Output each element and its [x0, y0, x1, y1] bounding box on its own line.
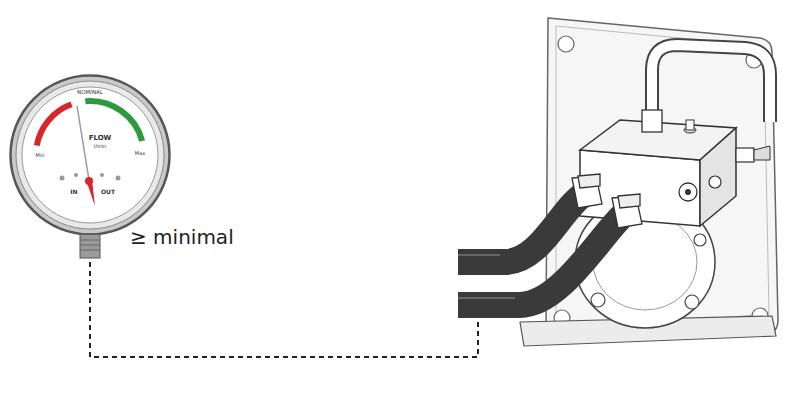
dial-text: FLOW — [89, 135, 112, 142]
dial-text: l/min — [94, 144, 107, 149]
mounting-plate — [546, 18, 778, 340]
flow-gauge — [10, 75, 170, 235]
dial-text: OUT — [101, 189, 115, 195]
hose — [458, 214, 624, 305]
dial-text: IN — [70, 189, 77, 195]
hose-fitting — [572, 174, 642, 228]
gauge-stem — [80, 234, 100, 258]
threshold-label: ≥ minimal — [130, 227, 234, 247]
gauge-outline — [10, 75, 170, 235]
elbow-fitting — [642, 110, 662, 132]
port — [679, 183, 697, 201]
dial-text: Max — [135, 151, 145, 156]
dashed-line — [90, 262, 478, 357]
pipe-loop — [652, 45, 770, 122]
gauge-dial: NOMINAL FLOW l/minMin MaxIN OUT — [10, 75, 170, 235]
dial-text: NOMINAL — [77, 90, 103, 96]
knob — [736, 148, 754, 162]
dial-text: Min — [36, 153, 45, 158]
plate-edge — [556, 26, 769, 330]
hose — [458, 194, 584, 262]
